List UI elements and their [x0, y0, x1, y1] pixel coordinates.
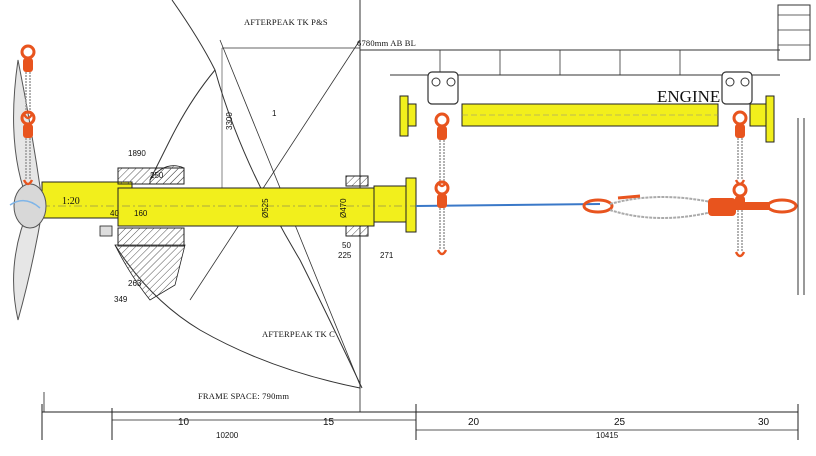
- label-dim-1: 1: [272, 109, 277, 118]
- shaft-coupling-flange: [405, 177, 417, 233]
- label-dim-263: 263: [128, 279, 142, 288]
- label-shaft-dia-2: Ø470: [339, 198, 348, 218]
- left-flange: [399, 95, 409, 137]
- chain-hoist-trolley-left-lower: [434, 180, 450, 256]
- label-dim-10415: 10415: [596, 431, 619, 440]
- stern-tube-aft-boss-bottom: [117, 227, 185, 247]
- label-dim-271: 271: [380, 251, 394, 260]
- ruler-tick-30: 30: [758, 417, 770, 428]
- label-dim-10200: 10200: [216, 431, 239, 440]
- chain-hoist-trolley-right: [732, 110, 748, 186]
- propeller-shaft: [117, 187, 375, 227]
- label-dim-3300: 3300: [225, 112, 234, 130]
- chain-hoist-trolley-right-lower: [732, 182, 748, 258]
- ruler-tick-25: 25: [614, 417, 626, 428]
- label-taper: 1:20: [62, 196, 80, 207]
- label-dim-250: 250: [150, 171, 164, 180]
- hull-line-upper: [149, 0, 216, 181]
- label-dim-40: 40: [110, 209, 119, 218]
- right-flange: [765, 95, 775, 143]
- afterpeak-curve: [214, 69, 363, 389]
- beam-trolley-right: [721, 71, 753, 105]
- chain-hoist-trolley-left: [434, 112, 450, 188]
- label-afterpeak-c: AFTERPEAK TK C: [262, 329, 336, 339]
- label-dim-349: 349: [114, 295, 128, 304]
- label-dim-160: 160: [134, 209, 148, 218]
- label-afterpeak-ps: AFTERPEAK TK P&S: [244, 17, 328, 27]
- propeller-icon: [9, 59, 47, 321]
- lever-puller: [582, 194, 798, 219]
- ruler-tick-20: 20: [468, 417, 480, 428]
- label-engine: ENGINE: [657, 87, 721, 106]
- forward-seal-top: [345, 175, 369, 187]
- label-frame-space: FRAME SPACE: 790mm: [198, 391, 290, 401]
- ruler-tick-15: 15: [323, 417, 335, 428]
- ruler-tick-10: 10: [178, 417, 190, 428]
- ladder-structure: [777, 4, 811, 61]
- label-baseline-height: 6780mm AB BL: [357, 38, 417, 48]
- forward-seal-bottom: [345, 225, 369, 237]
- propeller-shaft-aft: [41, 181, 133, 219]
- label-shaft-dia-1: Ø525: [261, 198, 270, 218]
- label-dim-50: 50: [342, 241, 351, 250]
- label-dim-1890: 1890: [128, 149, 146, 158]
- beam-trolley-left: [427, 71, 459, 105]
- label-dim-225: 225: [338, 251, 352, 260]
